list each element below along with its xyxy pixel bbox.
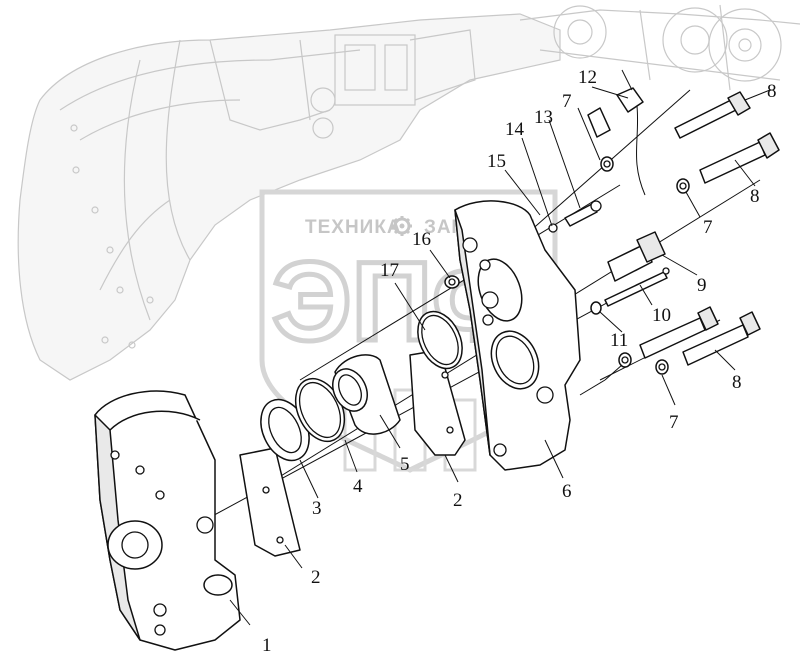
callout-labels: 1 2 2 3 4 5 6 7 7 7 8 8 8 9 10 11 12 13 … (262, 67, 777, 656)
part-8-bolt-lower (639, 306, 761, 366)
part-7-washer-a (600, 156, 614, 172)
callout-11: 11 (610, 330, 628, 351)
part-14-washer (548, 223, 558, 233)
part-6-cap-bracket (454, 200, 581, 471)
callout-4: 4 (353, 476, 363, 497)
callout-15: 15 (487, 151, 506, 172)
callout-2a: 2 (311, 567, 321, 588)
watermark-text-left: ТЕХНИКА (305, 217, 402, 238)
part-11-washer (590, 301, 602, 315)
callout-9: 9 (697, 275, 707, 296)
callout-5: 5 (400, 454, 410, 475)
callout-8b: 8 (750, 186, 760, 207)
callout-7a: 7 (562, 91, 572, 112)
callout-2b: 2 (453, 490, 463, 511)
callout-3: 3 (312, 498, 322, 519)
part-5-bushing (332, 354, 401, 435)
callout-7b: 7 (703, 217, 713, 238)
part-2-plate-center (409, 349, 466, 456)
part-2-plate-left (239, 447, 301, 557)
callout-13: 13 (534, 107, 553, 128)
callout-8a: 8 (767, 81, 777, 102)
part-17-ring (417, 310, 463, 370)
leader-lines (229, 86, 771, 626)
part-16-nut (444, 275, 460, 289)
callout-12: 12 (578, 67, 597, 88)
part-7-washer-b (676, 178, 690, 194)
part-7-washer-c (618, 352, 669, 375)
callout-14: 14 (505, 119, 525, 140)
callout-8c: 8 (732, 372, 742, 393)
callout-1: 1 (262, 635, 272, 656)
callout-16: 16 (412, 229, 431, 250)
part-12-hose (616, 69, 646, 196)
part-9-pin (607, 231, 666, 282)
callout-10: 10 (652, 305, 671, 326)
callout-7c: 7 (669, 412, 679, 433)
callout-6: 6 (562, 481, 572, 502)
part-3-seal-ring (260, 398, 310, 462)
part-13-fitting (564, 200, 602, 227)
background-axle-housing (17, 4, 800, 381)
part-4-o-ring (294, 377, 346, 443)
callout-17: 17 (380, 260, 399, 281)
part-8-bolt-middle (699, 132, 780, 184)
part-1-bracket-housing (94, 390, 241, 651)
part-10-rod (604, 267, 670, 307)
part-8-bolt-top (587, 91, 751, 139)
gear-icon (392, 216, 412, 236)
